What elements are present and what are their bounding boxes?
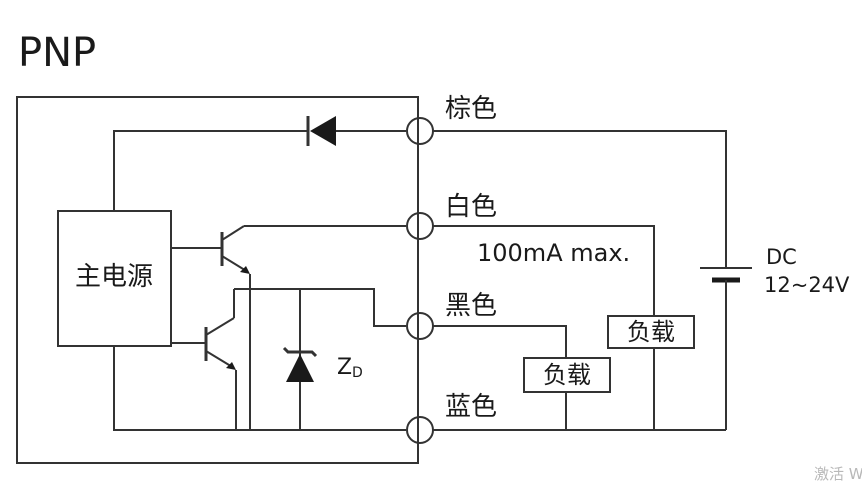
diode-icon: [306, 116, 336, 146]
output-transistor-icon: [171, 225, 406, 430]
label-white: 白色: [445, 192, 497, 222]
dc-range-label: 12~24V: [764, 273, 850, 297]
black-line-internal: [234, 288, 406, 327]
load-label-right: 负载: [627, 318, 675, 346]
load-box-right: [607, 315, 695, 349]
label-black: 黑色: [445, 291, 497, 321]
terminal-white: [406, 212, 434, 240]
terminal-brown: [406, 117, 434, 145]
main-power-label: 主电源: [75, 262, 153, 292]
dc-source-icon: [700, 267, 752, 283]
current-limit-label: 100mA max.: [477, 239, 630, 267]
sensor-enclosure: [16, 96, 419, 464]
label-brown: 棕色: [445, 94, 497, 124]
activation-watermark: 激活 W: [814, 465, 862, 483]
brown-line-internal: [113, 130, 308, 211]
terminal-black: [406, 312, 434, 340]
label-blue: 蓝色: [445, 392, 497, 422]
load-label-left: 负载: [543, 361, 591, 389]
black-external-line: [433, 325, 567, 358]
lower-transistor-icon: [171, 289, 237, 430]
brown-external-line: [433, 130, 727, 268]
zener-label: Z: [337, 355, 352, 380]
dc-label: DC: [766, 245, 797, 269]
white-external-line: [433, 225, 655, 316]
blue-line-internal: [113, 346, 406, 431]
terminal-blue: [406, 416, 434, 444]
zener-subscript: D: [352, 365, 363, 381]
diagram-title: PNP: [18, 30, 96, 76]
zener-diode-icon: [282, 346, 318, 382]
